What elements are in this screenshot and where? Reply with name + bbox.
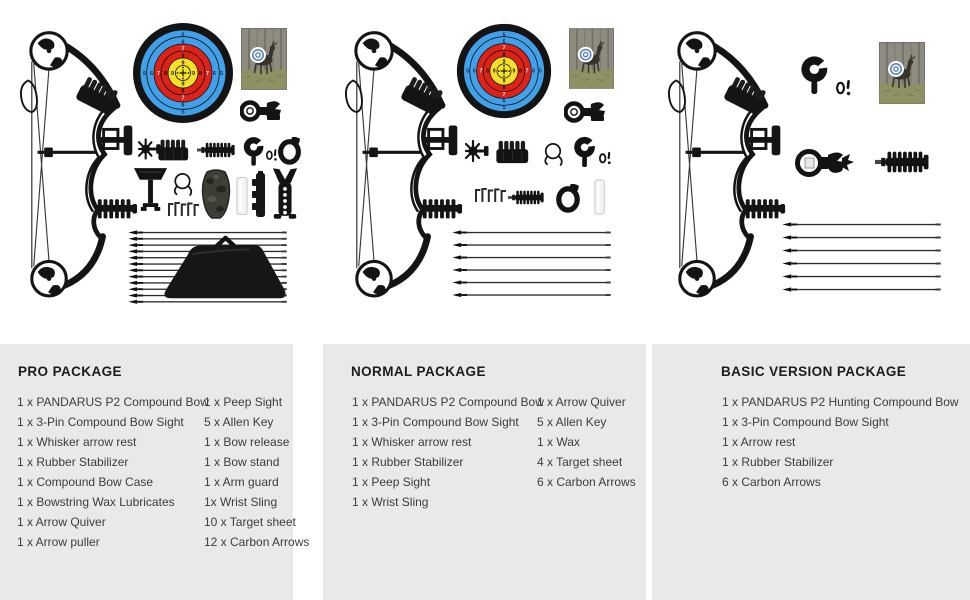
package-title: PRO PACKAGE (18, 364, 122, 379)
camo-target-sheet-photo (879, 41, 925, 105)
pro-package-photo (0, 22, 323, 304)
whisker-arrow-rest-photo (465, 139, 489, 163)
compound-bow-photo (21, 33, 137, 296)
package-item: 12 x Carbon Arrows (204, 535, 310, 549)
peep-sight-photo (599, 150, 612, 166)
package-item: 1x Wrist Sling (204, 495, 278, 509)
package-title: NORMAL PACKAGE (351, 364, 486, 379)
camo-target-sheet-photo (241, 28, 287, 90)
peep-sight-photo (836, 78, 852, 97)
bow-case-photo (164, 238, 285, 298)
d-loop-wire-photo (173, 173, 193, 197)
wax-tube-photo (594, 179, 605, 215)
allen-key-set-photo (475, 188, 507, 203)
package-item: 10 x Target sheet (204, 515, 296, 529)
carbon-arrows-x6 (452, 230, 611, 298)
whisker-arrow-rest-photo (138, 138, 161, 160)
rubber-stabilizer-photo (197, 142, 235, 158)
package-title: BASIC VERSION PACKAGE (721, 364, 907, 379)
y-bow-stand-photo (272, 168, 298, 219)
package-item: 1 x Rubber Stabilizer (722, 455, 834, 469)
rubber-stabilizer-photo (508, 190, 544, 205)
wrist-sling-ring-photo (281, 136, 301, 162)
bow-sight-photo (566, 102, 606, 121)
arrow-quiver-photo (158, 139, 189, 161)
wrist-sling-ring-photo (559, 183, 579, 210)
rubber-stabilizer-photo (875, 151, 929, 173)
carbon-arrows-x6 (782, 222, 941, 292)
package-item: 1 x Compound Bow Case (17, 475, 154, 489)
package-item: 1 x Rubber Stabilizer (17, 455, 129, 469)
allen-key-set-photo (168, 202, 200, 217)
package-item: 1 x 3-Pin Compound Bow Sight (722, 415, 889, 429)
package-item: 6 x Carbon Arrows (722, 475, 821, 489)
normal-package-card: NORMAL PACKAGE 1 x PANDARUS P2 Compound … (323, 344, 646, 600)
target-face-photo (456, 23, 552, 119)
package-item-list: 1 x PANDARUS P2 Hunting Compound Bow 1 x… (722, 392, 959, 492)
package-item: 1 x Bow release (204, 435, 290, 449)
package-item: 6 x Carbon Arrows (537, 475, 636, 489)
arrow-quiver-photo (495, 140, 529, 164)
bow-release-photo (574, 135, 599, 167)
bow-release-photo (801, 55, 832, 94)
basic-package-photo (647, 0, 941, 340)
package-item: 1 x 3-Pin Compound Bow Sight (17, 415, 184, 429)
basic-package-card: BASIC VERSION PACKAGE 1 x PANDARUS P2 Hu… (652, 344, 970, 600)
package-item: 1 x Whisker arrow rest (17, 435, 137, 449)
pro-package-card: PRO PACKAGE 1 x PANDARUS P2 Compound Bow… (0, 344, 309, 600)
compound-bow-photo (346, 33, 462, 296)
package-item: 1 x Arrow Quiver (17, 515, 106, 529)
arm-guard-photo (201, 169, 231, 219)
package-item: 1 x Bowstring Wax Lubricates (17, 495, 175, 509)
package-item: 1 x Arm guard (204, 475, 279, 489)
target-face-photo (132, 22, 234, 124)
compound-bow-photo (669, 33, 785, 296)
bow-sight-photo (242, 101, 282, 120)
package-item: 1 x Wrist Sling (352, 495, 429, 509)
package-item: 1 x Arrow puller (17, 535, 100, 549)
package-item: 1 x Peep Sight (204, 395, 283, 409)
peep-sight-photo (266, 148, 278, 162)
package-item: 1 x Peep Sight (352, 475, 431, 489)
wax-tube-photo (236, 176, 248, 216)
package-item: 1 x PANDARUS P2 Compound Bow (352, 395, 544, 409)
package-item: 1 x Wax (537, 435, 580, 449)
package-item: 4 x Target sheet (537, 455, 623, 469)
d-loop-wire-photo (544, 142, 563, 167)
package-item-list: 1 x PANDARUS P2 Compound Bow 1 x 3-Pin C… (352, 392, 544, 512)
package-item: 1 x 3-Pin Compound Bow Sight (352, 415, 519, 429)
package-item: 1 x Arrow rest (722, 435, 796, 449)
package-item: 1 x Arrow Quiver (537, 395, 626, 409)
package-item: 1 x Whisker arrow rest (352, 435, 472, 449)
bow-release-photo (243, 136, 267, 166)
package-item: 1 x PANDARUS P2 Hunting Compound Bow (722, 395, 959, 409)
package-item: 5 x Allen Key (537, 415, 607, 429)
arrow-puller-photo (252, 171, 265, 217)
normal-package-photo (323, 23, 614, 340)
scope-bow-sight-photo (798, 152, 855, 175)
package-item-list: 1 x PANDARUS P2 Compound Bow 1 x 3-Pin C… (17, 392, 209, 552)
bow-stand-photo (133, 167, 168, 212)
package-item: 1 x PANDARUS P2 Compound Bow (17, 395, 209, 409)
package-item: 5 x Allen Key (204, 415, 274, 429)
package-item-list: 1 x Peep Sight 5 x Allen Key 1 x Bow rel… (204, 392, 309, 552)
package-item-list: 1 x Arrow Quiver 5 x Allen Key 1 x Wax 4… (537, 392, 636, 492)
package-item: 1 x Bow stand (204, 455, 280, 469)
camo-target-sheet-photo (569, 28, 614, 89)
package-item: 1 x Rubber Stabilizer (352, 455, 464, 469)
